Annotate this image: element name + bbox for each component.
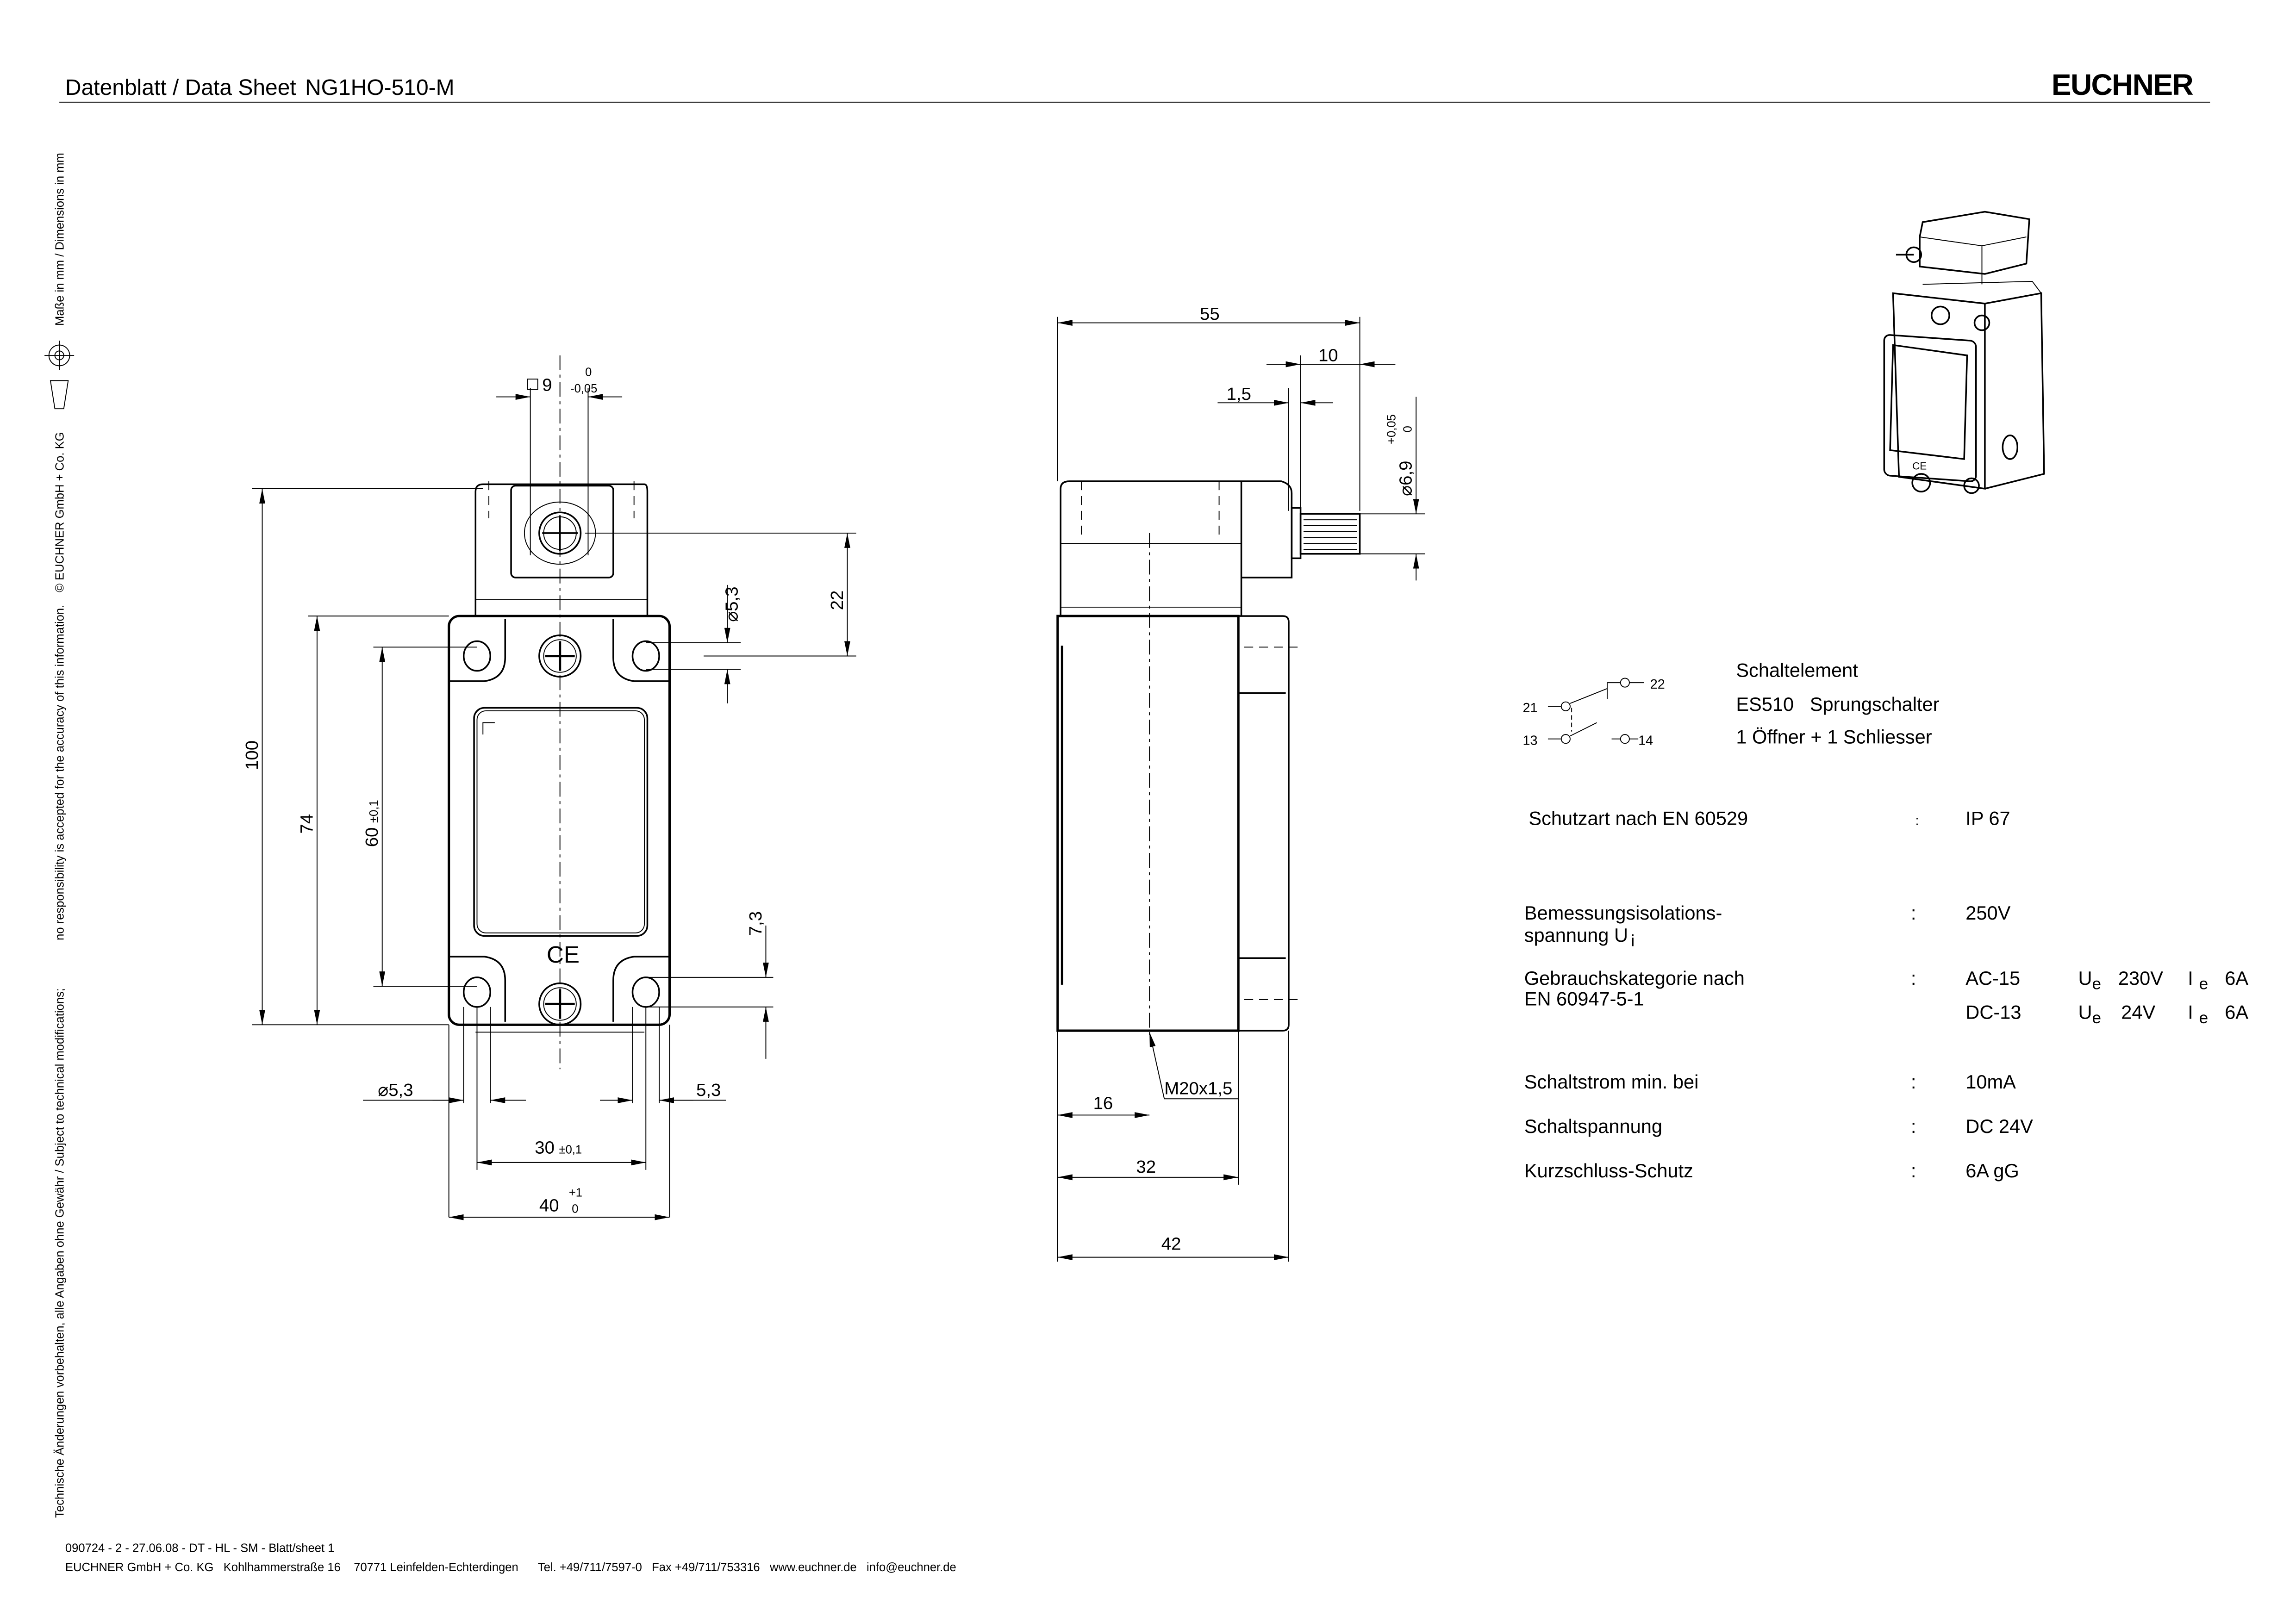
front-view-drawing: CE 9 0 -0,05 100 74 60±0,1 22 ⌀5,3 7,3 ⌀…: [242, 355, 856, 1220]
screw-icon: [538, 634, 582, 678]
svg-text:Ue: Ue: [2078, 967, 2101, 993]
svg-text:Schaltelement: Schaltelement: [1736, 659, 1858, 681]
svg-text:5,3: 5,3: [696, 1080, 721, 1100]
svg-text::: :: [1911, 1160, 1916, 1181]
svg-text:Kurzschluss-Schutz: Kurzschluss-Schutz: [1524, 1160, 1693, 1181]
svg-text:AC-15: AC-15: [1965, 967, 2020, 989]
svg-text:spannung Ui: spannung Ui: [1524, 924, 1635, 950]
svg-text:Ie: Ie: [2188, 1001, 2208, 1027]
svg-text:Gebrauchskategorie nach: Gebrauchskategorie nach: [1524, 967, 1745, 989]
svg-text:Ue: Ue: [2078, 1001, 2101, 1027]
svg-text:74: 74: [297, 814, 317, 834]
contact-diagram: 21 13 22 14 Schaltelement ES510 Sprungsc…: [1523, 659, 1940, 748]
svg-text:10mA: 10mA: [1965, 1071, 2016, 1093]
svg-text:CE: CE: [1912, 460, 1927, 472]
square-symbol-icon: [527, 379, 538, 390]
svg-text:Schutzart nach EN 60529: Schutzart nach EN 60529: [1529, 807, 1748, 829]
actuator-shaft-icon: [538, 511, 582, 555]
svg-text:-0,05: -0,05: [570, 382, 597, 395]
svg-text:42: 42: [1161, 1234, 1181, 1254]
svg-text:16: 16: [1093, 1094, 1113, 1113]
svg-text:EN 60947-5-1: EN 60947-5-1: [1524, 988, 1644, 1010]
spec-row-protection: Schutzart nach EN 60529 : IP 67: [1529, 807, 2010, 829]
svg-text:22: 22: [827, 591, 847, 610]
ce-mark-icon: CE: [547, 941, 580, 968]
copyright-note: © EUCHNER GmbH + Co. KG: [54, 432, 67, 592]
svg-text:21: 21: [1523, 701, 1538, 715]
svg-text:+1: +1: [569, 1186, 582, 1199]
svg-text:7,3: 7,3: [746, 911, 766, 936]
label-window: [473, 707, 649, 937]
euchner-logo: EUCHNER: [2052, 68, 2193, 101]
svg-text:10: 10: [1318, 346, 1338, 366]
svg-text::: :: [1915, 813, 1919, 828]
actuator-shaft: [1299, 513, 1361, 555]
svg-text:1,5: 1,5: [1227, 384, 1251, 404]
svg-text::: :: [1911, 967, 1916, 989]
svg-text:1 Öffner + 1 Schliesser: 1 Öffner + 1 Schliesser: [1736, 726, 1932, 747]
screw-icon: [538, 982, 582, 1026]
svg-text:6A gG: 6A gG: [1965, 1160, 2019, 1181]
svg-text:100: 100: [242, 740, 262, 770]
svg-text:ES510 Sprungschalter: ES510 Sprungschalter: [1736, 693, 1939, 715]
projection-symbol-icon: [44, 340, 75, 410]
svg-text:Schaltstrom min. bei: Schaltstrom min. bei: [1524, 1071, 1699, 1093]
svg-text:Bemessungsisolations-: Bemessungsisolations-: [1524, 902, 1722, 924]
dimensions-note: Maße in mm / Dimensions in mm: [54, 153, 67, 326]
svg-text:0: 0: [1402, 426, 1415, 432]
svg-text:30±0,1: 30±0,1: [535, 1138, 582, 1158]
svg-text::: :: [1911, 1071, 1916, 1093]
svg-text:32: 32: [1136, 1157, 1156, 1177]
svg-text:6A: 6A: [2225, 967, 2248, 989]
svg-text:+0,05: +0,05: [1385, 414, 1398, 444]
svg-text:0: 0: [572, 1203, 578, 1216]
document-revision: 090724 - 2 - 27.06.08 - DT - HL - SM - B…: [65, 1542, 334, 1555]
footer: 090724 - 2 - 27.06.08 - DT - HL - SM - B…: [65, 1542, 956, 1574]
spec-row-category: Gebrauchskategorie nach EN 60947-5-1 : A…: [1524, 967, 2249, 1027]
svg-text:13: 13: [1523, 734, 1538, 748]
svg-text:24V: 24V: [2121, 1001, 2155, 1023]
side-view-drawing: 55 10 1,5 ⌀6,9 +0,05 0 M20x1,5 16 32 42: [1056, 304, 1425, 1262]
svg-text:⌀5,3: ⌀5,3: [378, 1080, 413, 1100]
svg-text:40: 40: [539, 1195, 559, 1215]
thread-label: M20x1,5: [1164, 1079, 1232, 1099]
responsibility-note: no responsibility is accepted for the ac…: [54, 605, 67, 940]
margin-notes: Technische Änderungen vorbehalten, alle …: [44, 153, 75, 1518]
spec-row-min-current: Schaltstrom min. bei : 10mA: [1524, 1071, 2016, 1093]
svg-text:60±0,1: 60±0,1: [362, 800, 382, 847]
product-code: NG1HO-510-M: [305, 75, 455, 100]
modifications-note: Technische Änderungen vorbehalten, alle …: [54, 988, 67, 1518]
svg-text:14: 14: [1638, 734, 1653, 748]
svg-text:55: 55: [1200, 304, 1220, 324]
svg-text::: :: [1911, 1115, 1916, 1137]
spec-row-switch-voltage: Schaltspannung : DC 24V: [1524, 1115, 2033, 1137]
svg-text:9: 9: [542, 375, 552, 395]
svg-text:Schaltspannung: Schaltspannung: [1524, 1115, 1662, 1137]
svg-text::: :: [1911, 902, 1916, 924]
svg-text:6A: 6A: [2225, 1001, 2248, 1023]
svg-text:IP 67: IP 67: [1965, 807, 2010, 829]
svg-text:0: 0: [585, 366, 592, 379]
svg-text:Ie: Ie: [2188, 967, 2208, 993]
svg-text:230V: 230V: [2118, 967, 2163, 989]
specifications-table: Schutzart nach EN 60529 : IP 67 Bemessun…: [1524, 807, 2249, 1181]
svg-text:DC-13: DC-13: [1965, 1001, 2021, 1023]
svg-text:250V: 250V: [1965, 902, 2010, 924]
svg-text:22: 22: [1650, 677, 1665, 692]
spec-row-short-circuit: Kurzschluss-Schutz : 6A gG: [1524, 1160, 2019, 1181]
svg-text:⌀5,3: ⌀5,3: [722, 586, 742, 622]
svg-text:⌀6,9: ⌀6,9: [1396, 460, 1416, 496]
svg-text:DC 24V: DC 24V: [1965, 1115, 2033, 1137]
company-address: EUCHNER GmbH + Co. KG Kohlhammerstraße 1…: [65, 1561, 956, 1574]
product-isometric-image: CE: [1883, 211, 2045, 494]
